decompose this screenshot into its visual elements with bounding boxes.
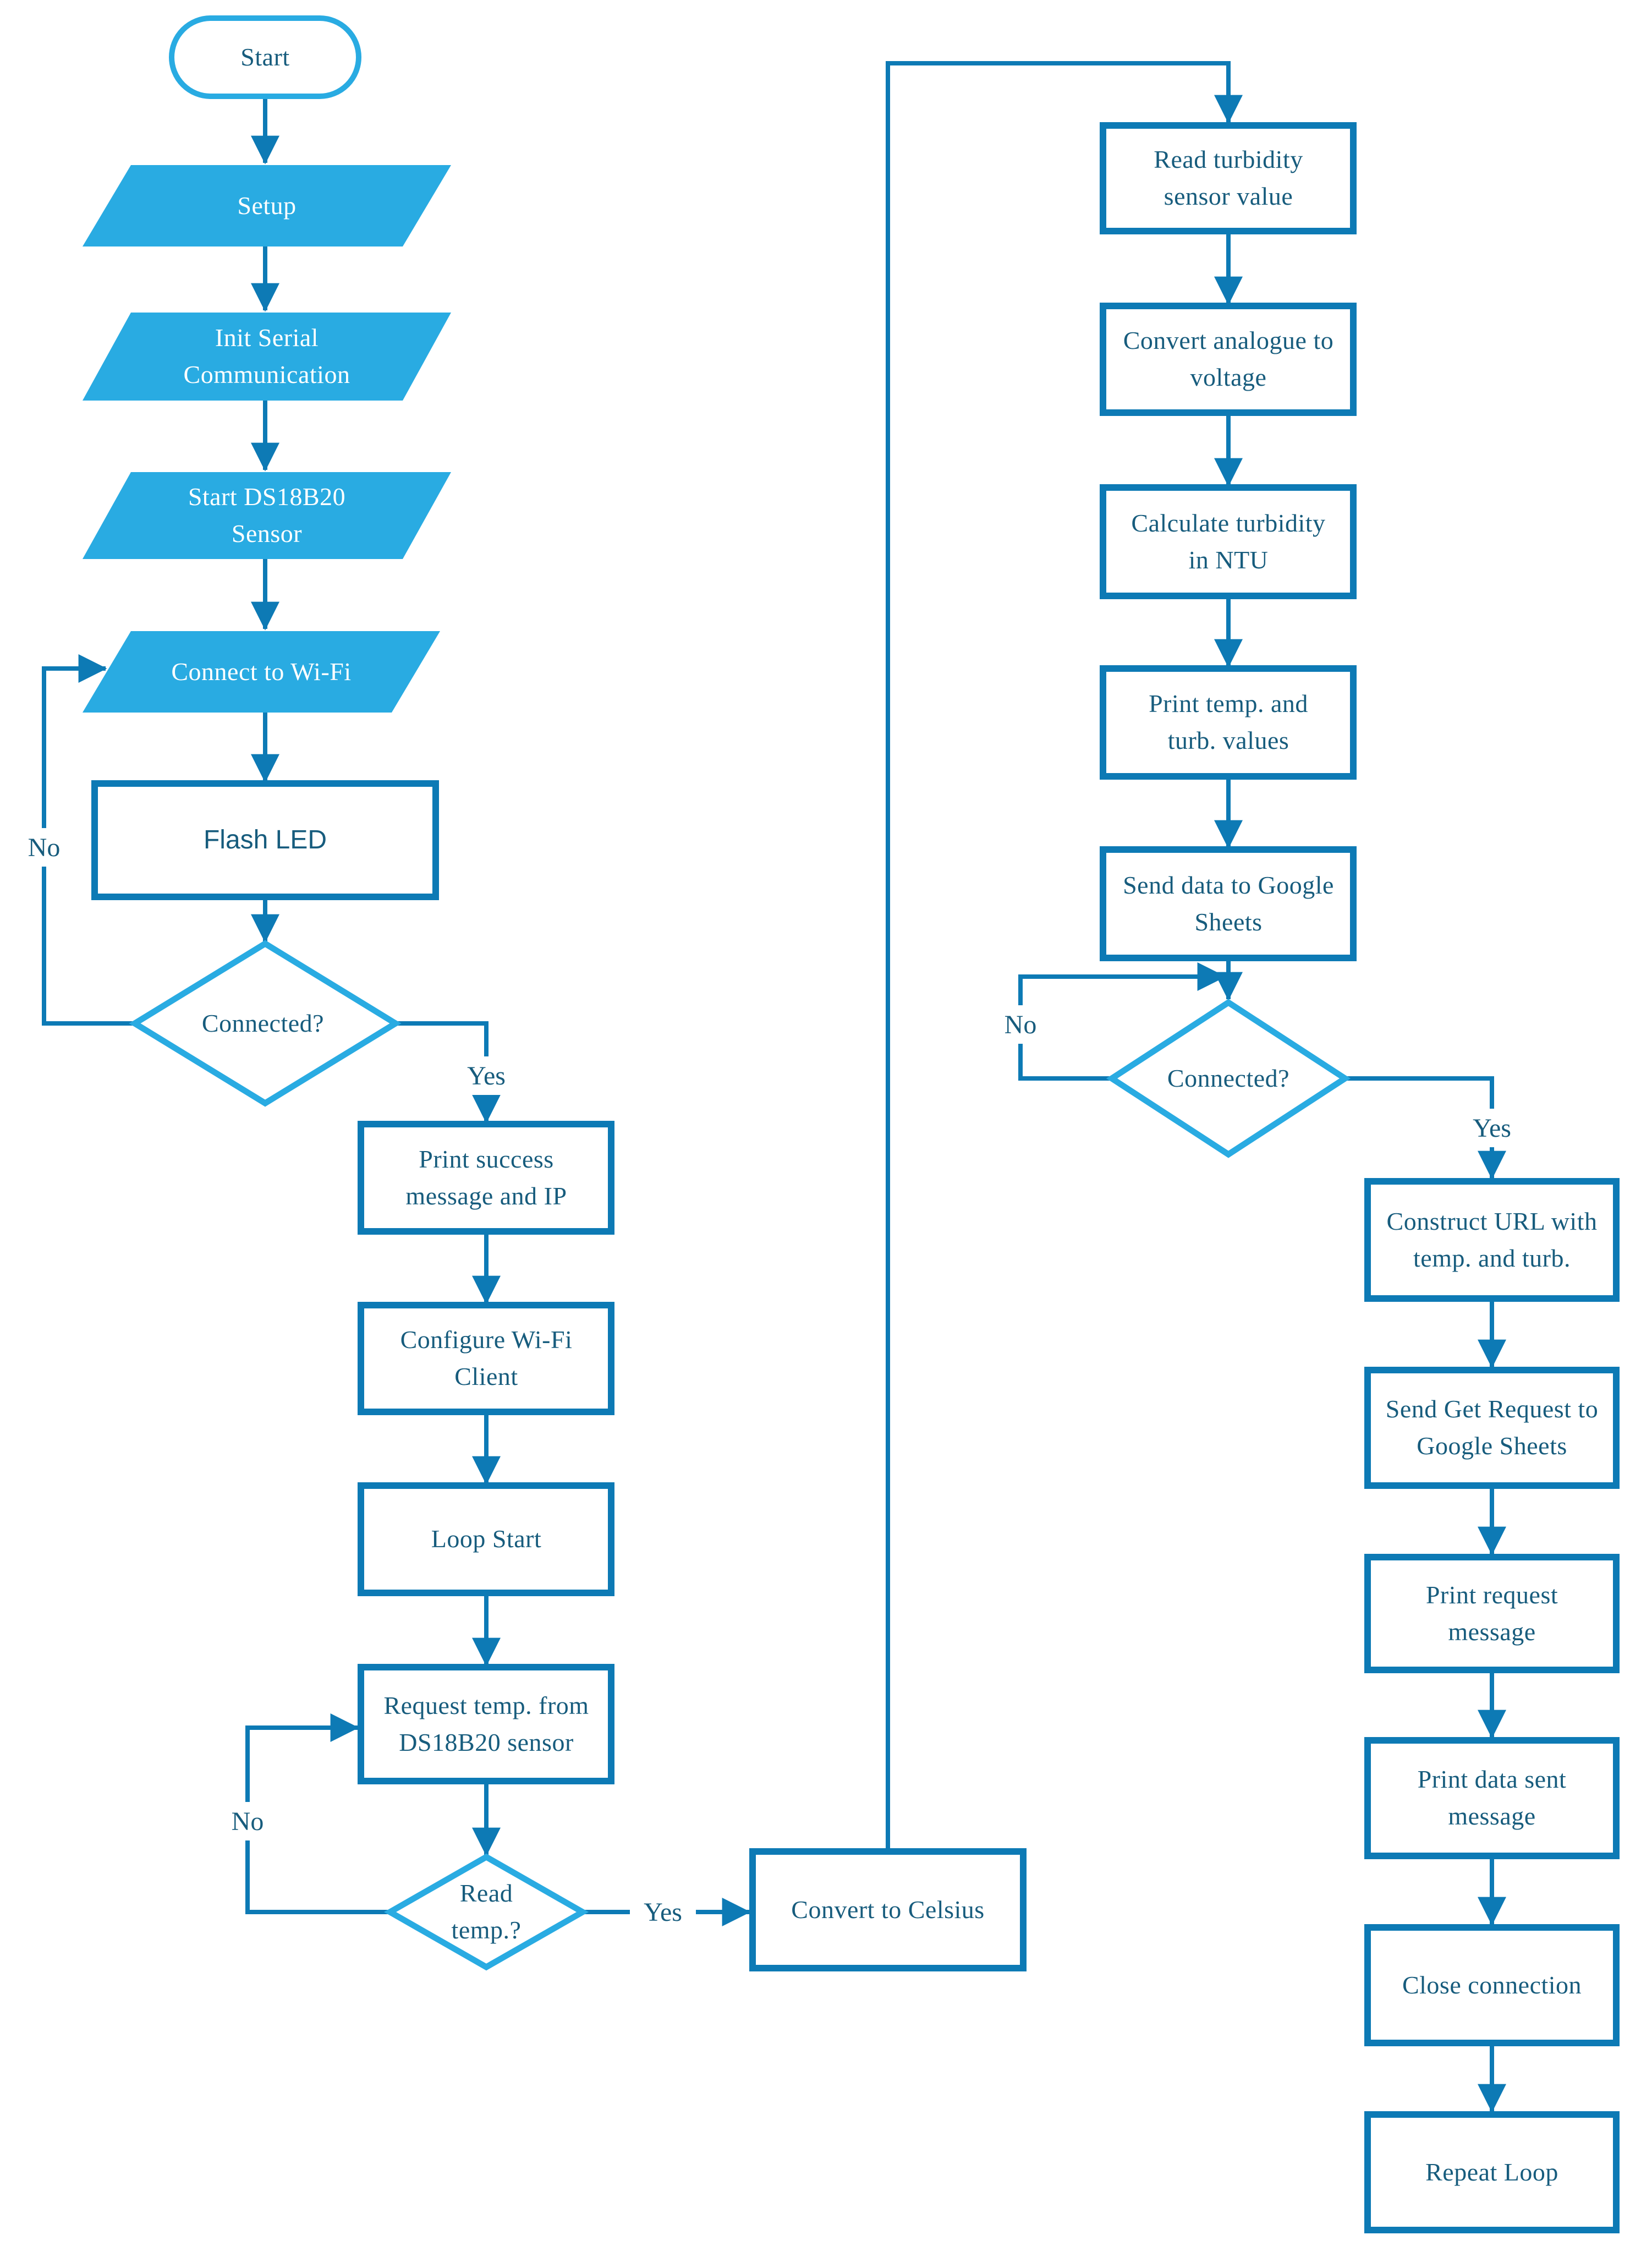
node-request-temp-shape bbox=[358, 1664, 614, 1784]
node-construct-url-shape bbox=[1364, 1178, 1620, 1302]
node-read-turbidity-label: Read turbidity sensor value bbox=[1154, 145, 1303, 210]
node-calculate-turbidity-shape bbox=[1100, 484, 1357, 599]
node-start-ds18b20-shape bbox=[83, 472, 451, 559]
node-convert-celsius-label: Convert to Celsius bbox=[791, 1895, 985, 1924]
node-construct-url-label: Construct URL with temp. and turb. bbox=[1386, 1207, 1598, 1272]
node-init-serial-shape bbox=[83, 313, 451, 401]
node-print-data-sent-shape bbox=[1364, 1737, 1620, 1859]
node-start-label: Start bbox=[240, 42, 290, 71]
node-print-temp-turb-label: Print temp. and turb. values bbox=[1149, 689, 1308, 754]
node-loop-start-label: Loop Start bbox=[431, 1525, 542, 1553]
node-calculate-turbidity-label: Calculate turbidity in NTU bbox=[1131, 508, 1326, 574]
node-close-connection-shape bbox=[1364, 1924, 1620, 2046]
node-start-shape bbox=[169, 15, 361, 99]
node-print-data-sent-label: Print data sent message bbox=[1417, 1765, 1567, 1830]
node-print-success-shape bbox=[358, 1121, 614, 1235]
node-send-data-label: Send data to Google Sheets bbox=[1123, 870, 1334, 936]
node-flash-led-shape bbox=[91, 780, 439, 900]
branch-label-read-temp-no: No bbox=[215, 1802, 281, 1840]
edge-convert-celsius-to-read-turbidity bbox=[886, 61, 1243, 1851]
branch-label-read-temp-yes: Yes bbox=[630, 1893, 696, 1931]
node-send-get-label: Send Get Request to Google Sheets bbox=[1385, 1395, 1599, 1460]
node-start-ds18b20-label: Start DS18B20 Sensor bbox=[188, 483, 346, 547]
branch-label-connected-2-no: No bbox=[987, 1005, 1053, 1044]
node-close-connection-label: Close connection bbox=[1402, 1970, 1582, 1999]
node-connected-2-label: Connected? bbox=[1167, 1064, 1290, 1092]
node-read-temp-shape bbox=[383, 1853, 589, 1971]
node-repeat-loop-label: Repeat Loop bbox=[1425, 2157, 1558, 2186]
node-connect-wifi-label: Connect to Wi-Fi bbox=[171, 657, 352, 686]
branch-label-connected-1-no: No bbox=[11, 828, 77, 867]
node-print-temp-turb-shape bbox=[1100, 665, 1357, 780]
node-repeat-loop-shape bbox=[1364, 2111, 1620, 2233]
node-read-temp-label: Read temp.? bbox=[451, 1879, 522, 1944]
node-print-request-shape bbox=[1364, 1554, 1620, 1673]
node-init-serial-label: Init Serial Communication bbox=[183, 324, 350, 388]
node-send-data-shape bbox=[1100, 846, 1357, 961]
node-connected-1-label: Connected? bbox=[201, 1009, 325, 1037]
node-print-request-label: Print request message bbox=[1425, 1580, 1558, 1646]
node-connected-1-shape bbox=[129, 940, 402, 1107]
node-flash-led-label: Flash LED bbox=[203, 825, 327, 855]
node-configure-wifi-shape bbox=[358, 1302, 614, 1415]
node-read-turbidity-shape bbox=[1100, 122, 1357, 234]
node-connect-wifi-shape bbox=[83, 631, 440, 713]
node-connected-2-shape bbox=[1106, 999, 1351, 1158]
node-send-get-shape bbox=[1364, 1367, 1620, 1489]
branch-label-connected-2-yes: Yes bbox=[1459, 1109, 1525, 1147]
node-setup-label: Setup bbox=[237, 191, 297, 220]
node-request-temp-label: Request temp. from DS18B20 sensor bbox=[383, 1691, 589, 1756]
branch-label-connected-1-yes: Yes bbox=[453, 1056, 519, 1095]
node-print-success-label: Print success message and IP bbox=[405, 1144, 567, 1210]
node-convert-analogue-shape bbox=[1100, 303, 1357, 416]
node-setup-shape bbox=[83, 165, 451, 246]
node-loop-start-shape bbox=[358, 1482, 614, 1596]
node-convert-celsius-shape bbox=[749, 1848, 1027, 1971]
node-configure-wifi-label: Configure Wi-Fi Client bbox=[400, 1325, 573, 1390]
node-convert-analogue-label: Convert analogue to voltage bbox=[1123, 326, 1334, 391]
